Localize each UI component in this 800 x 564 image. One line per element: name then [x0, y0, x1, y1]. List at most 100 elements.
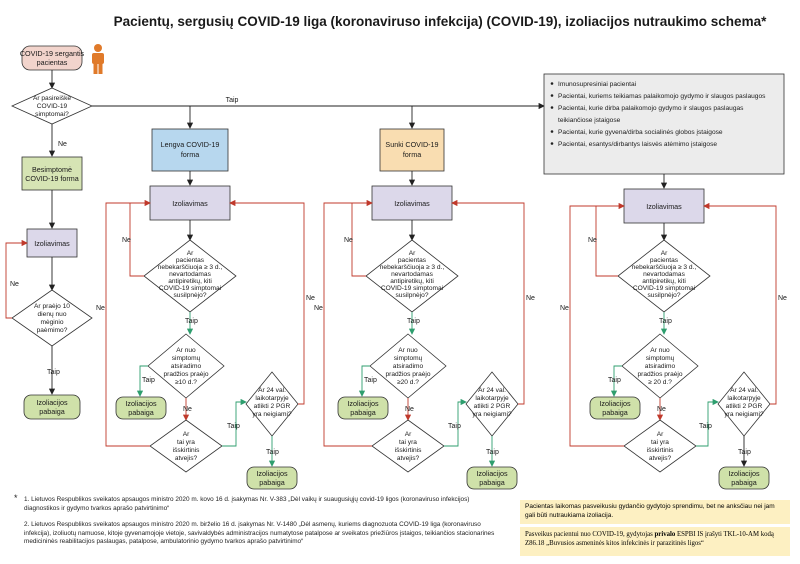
mild-form-2: forma — [181, 150, 199, 159]
footnote-2: 2. Lietuvos Respublikos sveikatos apsaug… — [24, 521, 495, 546]
no-label-mild-fever: Ne — [122, 237, 131, 244]
risk-fever-7: susilpnėjo? — [648, 292, 681, 299]
end-mild-1a: Izoliacijos — [125, 399, 157, 408]
yes-label-risk-days: Taip — [608, 377, 621, 384]
severe-days-3: atsiradimo — [393, 363, 424, 370]
mild-fever-4: nevartodamas — [169, 271, 211, 278]
mild-pcr-4: yra neigiami? — [252, 411, 292, 418]
end-mild-2b: pabaiga — [259, 478, 285, 487]
severe-days-5: ≥20 d.? — [397, 379, 419, 386]
severe-fever-7: susilpnėjo? — [396, 292, 429, 299]
espbi-note-bold: privalo — [654, 531, 676, 538]
risk-days-5: ≥ 20 d.? — [648, 379, 672, 386]
risk-exception-question-diamond — [623, 419, 697, 473]
risk-exception-1: Ar — [657, 431, 664, 438]
severe-exception-1: Ar — [405, 431, 412, 438]
severe-pcr-2: laikotarpyje — [475, 395, 509, 402]
mild-exception-question-diamond — [149, 419, 223, 473]
start-label-2: pacientas — [37, 58, 68, 67]
end-asym-2: pabaiga — [39, 407, 65, 416]
no-label-severe-pcr: Ne — [526, 295, 535, 302]
footnote-marker: * — [14, 493, 18, 503]
severe-fever-4: nevartodamas — [391, 271, 433, 278]
mild-pcr-3: atlikti 2 PGR — [254, 403, 291, 410]
risk-fever-6: COVID-19 simptomai — [633, 285, 696, 292]
symptoms-question-3: simptomai? — [35, 111, 69, 118]
no-label-risk-pcr: Ne — [778, 295, 787, 302]
asym-days-4: paėmimo? — [37, 327, 68, 334]
severe-exception-question-diamond — [371, 419, 445, 473]
no-label-asym: Ne — [10, 281, 19, 288]
severe-pcr-1: Ar 24 val. — [478, 387, 506, 394]
risk-exception-3: išskirtinis — [647, 447, 674, 454]
end-mild-1b: pabaiga — [128, 408, 154, 417]
yes-label-mild-exception: Taip — [227, 423, 240, 430]
risk-fever-2: pacientas — [650, 257, 679, 264]
risk-days-2: simptomų — [646, 355, 675, 362]
severe-form-box — [379, 128, 445, 172]
risk-exception-2: tai yra — [651, 439, 669, 446]
yes-label-risk-exception: Taip — [699, 423, 712, 430]
risk-fever-1: Ar — [661, 250, 668, 257]
risk-pcr-3: atlikti 2 PGR — [726, 403, 763, 410]
risk-fever-3: nebekarščiuoja ≥ 3 d., — [632, 264, 697, 271]
symptoms-question-2: COVID-19 — [37, 103, 68, 110]
diagram-title: Pacientų, sergusių COVID-19 liga (korona… — [114, 14, 767, 29]
mild-exception-4: atvejis? — [175, 455, 198, 462]
isolation-label-asym: Izoliavimas — [34, 239, 70, 248]
mild-fever-5: antipiretikų, kiti — [168, 278, 212, 285]
mild-exception-1: Ar — [183, 431, 190, 438]
isolation-label-severe: Izoliavimas — [394, 199, 430, 208]
no-label-mild-pcr: Ne — [306, 295, 315, 302]
no-label-risk-exception: Ne — [560, 305, 569, 312]
no-label-severe-days: Ne — [405, 406, 414, 413]
end-box-mild-1 — [115, 396, 167, 420]
recovery-note: Pacientas laikomas pasveikusiu gydančio … — [520, 500, 790, 524]
risk-group-2: Pacientai, kuriems teikiamas palaikomojo… — [558, 93, 766, 100]
mild-pcr-2: laikotarpyje — [255, 395, 289, 402]
isolation-box-risk — [623, 188, 705, 224]
severe-fever-3: nebekarščiuoja ≥ 3 d., — [380, 264, 445, 271]
risk-group-3: Pacientai, kurie dirba palaikomojo gydym… — [558, 105, 744, 112]
espbi-note: Pasveikus pacientui nuo COVID-19, gydyto… — [520, 527, 790, 556]
mild-fever-6: COVID-19 simptomai — [159, 285, 222, 292]
severe-fever-2: pacientas — [398, 257, 427, 264]
no-label-severe-fever: Ne — [344, 237, 353, 244]
yes-label-severe-days: Taip — [364, 377, 377, 384]
no-label-mild-exception: Ne — [96, 305, 105, 312]
espbi-note-text: Pasveikus pacientui nuo COVID-19, gydyto… — [525, 531, 655, 538]
risk-fever-5: antipiretikų, kiti — [642, 278, 686, 285]
asymptomatic-form-box — [21, 156, 83, 191]
end-box-mild-2 — [246, 466, 298, 490]
footnote-1: 1. Lietuvos Respublikos sveikatos apsaug… — [24, 496, 470, 512]
mild-exception-3: išskirtinis — [173, 447, 200, 454]
person-icon — [92, 44, 104, 74]
asymptomatic-form-2: COVID-19 forma — [25, 174, 79, 183]
symptoms-question-1: Ar pasireiškė — [33, 95, 71, 102]
espbi-note-text-2: ESPBI IS įrašyti TKL-10-AM kodą Z86.18 „… — [525, 531, 774, 548]
mild-days-1: Ar nuo — [176, 347, 196, 354]
risk-groups-box — [543, 73, 785, 175]
end-mild-2a: Izoliacijos — [256, 469, 288, 478]
yes-label-mild-days: Taip — [142, 377, 155, 384]
yes-label-mild-pcr: Taip — [266, 449, 279, 456]
severe-pcr-4: yra neigiami? — [472, 411, 512, 418]
isolation-label-risk: Izoliavimas — [646, 202, 682, 211]
asym-days-1: Ar praėjo 10 — [34, 303, 70, 310]
start-label-1: COVID-19 sergantis — [20, 49, 85, 58]
mild-days-5: ≥10 d.? — [175, 379, 197, 386]
no-label-risk-days: Ne — [657, 406, 666, 413]
end-risk-1b: pabaiga — [602, 408, 628, 417]
severe-fever-5: antipiretikų, kiti — [390, 278, 434, 285]
end-box-severe-2 — [466, 466, 518, 490]
risk-group-5: Pacientai, esantys/dirbantys laisvės atė… — [558, 141, 717, 148]
severe-pcr-3: atlikti 2 PGR — [474, 403, 511, 410]
severe-exception-4: atvejis? — [397, 455, 420, 462]
asym-days-3: mėginio — [40, 319, 63, 326]
no-label-mild-days: Ne — [183, 406, 192, 413]
risk-pcr-2: laikotarpyje — [727, 395, 761, 402]
risk-bullets — [550, 82, 554, 145]
risk-days-4: pradžios praėjo — [637, 371, 682, 378]
mild-pcr-1: Ar 24 val. — [258, 387, 286, 394]
isolation-box-severe — [371, 185, 453, 221]
